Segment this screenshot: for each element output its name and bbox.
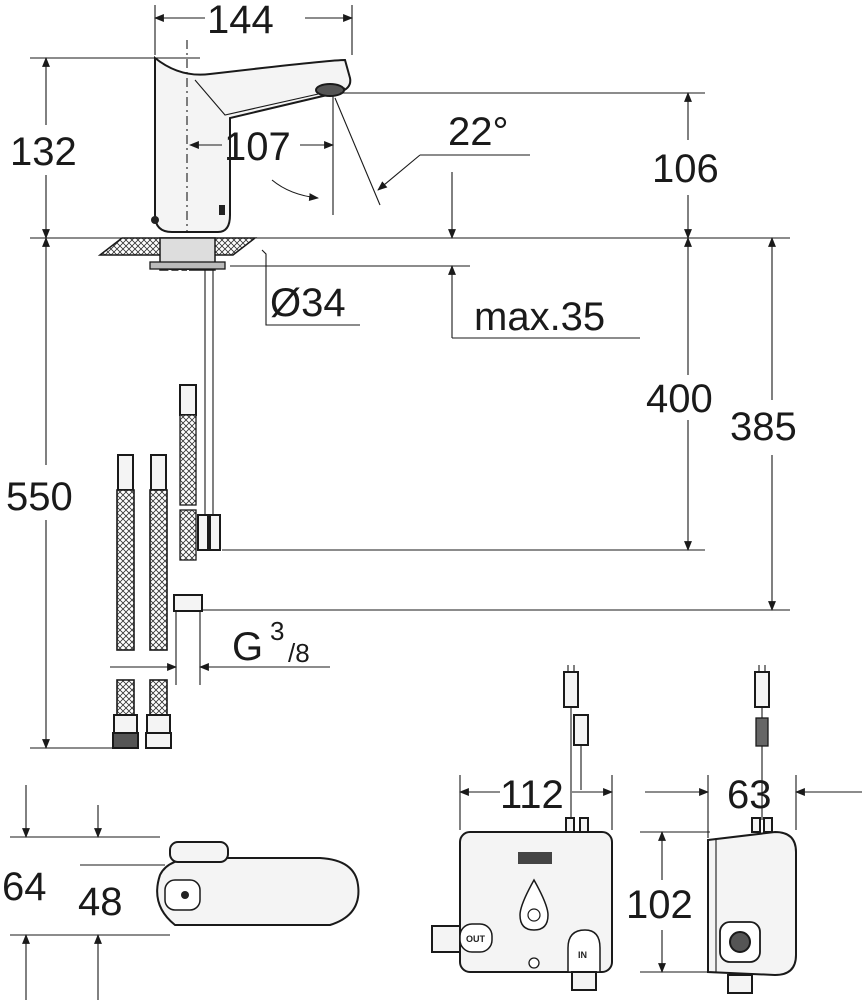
thread-sub: /8 [288,638,310,668]
dim-deck-thickness: max.35 [474,295,605,339]
dim-spout-height: 132 [10,130,77,174]
outlet-port [431,925,461,953]
dim-cable-length: 400 [646,377,713,421]
hose-nut-left [112,732,139,749]
port-in-label: IN [578,950,587,960]
hose-nut-right [145,732,172,749]
sensor-window [219,205,225,215]
side-fitting [727,974,753,994]
outlet-connector [173,594,203,612]
braided-hose-left [116,489,135,651]
side-cable-plug [754,671,770,708]
dim-thread: G 3 /8 [232,616,310,669]
pipe-connector [179,384,197,416]
hose-end-right [146,714,171,734]
dim-angle: 22° [448,110,509,154]
thread-sup: 3 [270,616,284,646]
dim-box-depth: 63 [727,773,772,817]
box-cable-plug [563,671,579,708]
box-cable-plug-2 [573,714,589,746]
faucet-edge [194,79,346,116]
faucet-side-view [97,40,352,271]
control-box-front: OUT IN [431,665,710,991]
dim-hose-length: 550 [6,475,73,519]
control-box-side [645,665,862,994]
inlet-port [567,929,601,973]
dim-width-top: 144 [207,0,274,42]
dim-box-width: 112 [500,773,564,817]
supply-hoses [112,269,221,749]
braided-hose-right [149,489,168,651]
dim-handle-total: 64 [2,865,47,909]
faucet-body [154,55,352,233]
handle-lever [169,841,229,863]
water-drop-icon [519,878,549,931]
sensor-dot [151,216,159,224]
hose-end-left [113,714,138,734]
thread-g: G [232,625,263,669]
cable-plug-right [209,514,221,551]
side-port [729,931,751,953]
aerator-outlet [315,83,345,97]
hose-fitting-right [150,454,167,491]
cable-plug-left [197,514,209,551]
faucet-dimension-lines [30,5,790,749]
handle-side-view [10,785,360,1000]
mounting-nut [149,261,226,270]
dim-connection-height: 385 [730,405,797,449]
dim-handle-body: 48 [78,880,123,924]
port-out-label: OUT [466,934,486,944]
dim-spout-to-deck: 106 [652,147,719,191]
hose-fitting-left [117,454,134,491]
dim-hole-diameter: Ø34 [270,281,346,325]
brand-logo [518,852,552,864]
dim-box-height: 102 [626,883,693,927]
inlet-fitting [571,971,597,991]
dim-reach: 107 [224,125,291,169]
